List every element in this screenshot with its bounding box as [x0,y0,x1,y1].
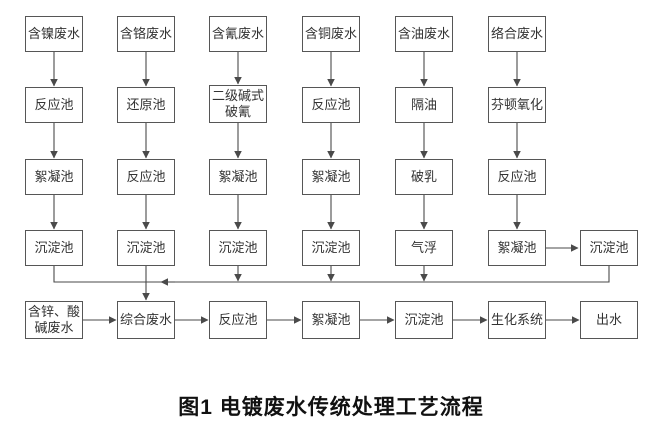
node-reaction-tank-4: 反应池 [488,159,546,195]
node-sedimentation-tank-2: 沉淀池 [117,230,175,266]
node-oil-separation: 隔油 [395,87,453,123]
node-reaction-tank-2: 反应池 [302,87,360,123]
node-oily-wastewater: 含油废水 [395,16,453,52]
node-flocculation-tank-1: 絮凝池 [25,159,83,195]
node-sedimentation-tank-6: 沉淀池 [395,301,453,339]
node-flocculation-tank-3: 絮凝池 [302,159,360,195]
node-flocculation-tank-4: 絮凝池 [488,230,546,266]
node-reaction-tank-1: 反应池 [25,87,83,123]
figure-caption: 图1 电镀废水传统处理工艺流程 [178,396,484,419]
node-sedimentation-tank-1: 沉淀池 [25,230,83,266]
node-chromium-wastewater: 含铬废水 [117,16,175,52]
node-copper-wastewater: 含铜废水 [302,16,360,52]
node-sedimentation-tank-4: 沉淀池 [302,230,360,266]
node-complex-wastewater: 络合废水 [488,16,546,52]
collector-line [53,266,610,301]
node-reaction-tank-5: 反应池 [209,301,267,339]
node-effluent: 出水 [580,301,638,339]
node-combined-wastewater: 综合废水 [117,301,175,339]
node-reduction-tank: 还原池 [117,87,175,123]
node-nickel-wastewater: 含镍废水 [25,16,83,52]
node-air-flotation: 气浮 [395,230,453,266]
node-biochemical-system: 生化系统 [488,301,546,339]
node-sedimentation-tank-5: 沉淀池 [580,230,638,266]
node-two-stage-alkaline-cyanide-breaking: 二级碱式破氰 [209,85,267,123]
node-demulsification: 破乳 [395,159,453,195]
node-fenton-oxidation: 芬顿氧化 [488,87,546,123]
node-zinc-acid-alkali-wastewater: 含锌、酸碱废水 [25,301,83,339]
node-reaction-tank-3: 反应池 [117,159,175,195]
row1-to-row2-arrows [50,52,521,87]
row2-to-row3-arrows [50,123,521,159]
node-flocculation-tank-2: 絮凝池 [209,159,267,195]
row3-to-row4-arrows [50,195,521,230]
node-cyanide-wastewater: 含氰废水 [209,16,267,52]
node-sedimentation-tank-3: 沉淀池 [209,230,267,266]
node-flocculation-tank-5: 絮凝池 [302,301,360,339]
